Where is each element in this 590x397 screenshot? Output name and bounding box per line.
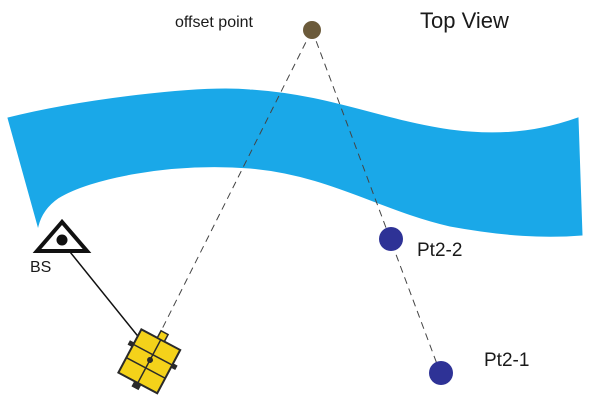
river	[7, 88, 583, 237]
diagram-title: Top View	[420, 8, 509, 33]
baseline-bs-to-boat	[61, 241, 146, 346]
offset-point-marker	[303, 21, 321, 39]
pt2-2-label: Pt2-2	[417, 240, 463, 261]
dashed-line-offset-to-pt2-1	[311, 29, 441, 373]
pt2-1-marker	[429, 361, 453, 385]
dashed-line-boat-to-offset	[151, 29, 313, 350]
pt2-1-label: Pt2-1	[484, 350, 530, 371]
triangle-target-icon	[32, 218, 92, 253]
offset-point-label: offset point	[175, 14, 253, 31]
survey-boat-icon	[117, 328, 182, 395]
pt2-2-marker	[379, 227, 403, 251]
base-station-label: BS	[30, 259, 52, 276]
